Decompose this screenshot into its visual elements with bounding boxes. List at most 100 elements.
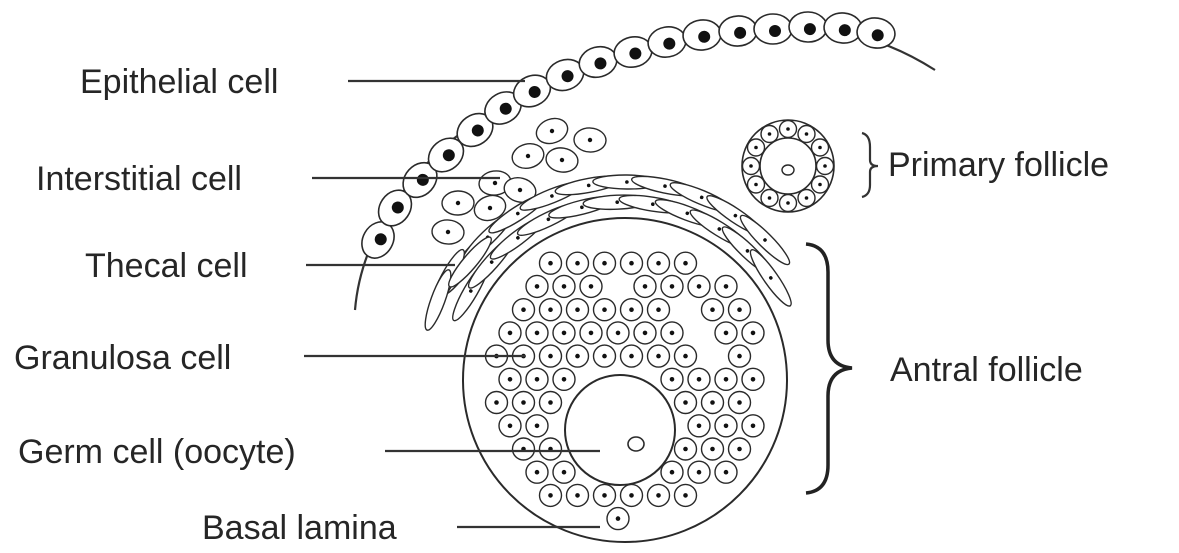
primary-follicle-brace xyxy=(862,133,878,197)
antral-follicle xyxy=(463,218,787,542)
granulosa-cell xyxy=(702,438,724,460)
granulosa-cell xyxy=(513,299,535,321)
granulosa-cell xyxy=(648,345,670,367)
granulosa-cell xyxy=(715,461,737,483)
epithelial-cell xyxy=(646,24,689,60)
epithelial-cell xyxy=(788,11,827,42)
granulosa-cell xyxy=(729,438,751,460)
granulosa-cell xyxy=(540,392,562,414)
granulosa-cell xyxy=(499,322,521,344)
granulosa-cell xyxy=(634,322,656,344)
granulosa-cell xyxy=(675,252,697,274)
thecal-cell-label: Thecal cell xyxy=(85,247,248,285)
interstitial-cell xyxy=(442,190,475,215)
granulosa-cell xyxy=(621,252,643,274)
granulosa-cell xyxy=(661,368,683,390)
granulosa-cell xyxy=(715,415,737,437)
granulosa-cell xyxy=(715,275,737,297)
epithelial-cell xyxy=(718,15,758,47)
granulosa-cell xyxy=(675,392,697,414)
granulosa-cell xyxy=(499,368,521,390)
granulosa-cell xyxy=(540,345,562,367)
granulosa-cell xyxy=(580,275,602,297)
granulosa-cell xyxy=(567,484,589,506)
primary-follicle-cell xyxy=(743,158,760,175)
granulosa-cell xyxy=(553,322,575,344)
antral-follicle-brace xyxy=(806,244,852,493)
granulosa-cell xyxy=(553,461,575,483)
epithelial-cell xyxy=(754,14,792,44)
oocyte xyxy=(565,375,675,485)
primary-follicle-cell xyxy=(812,176,829,193)
granulosa-cell xyxy=(661,322,683,344)
granulosa-cell xyxy=(526,322,548,344)
interstitial-cell xyxy=(431,219,465,245)
granulosa-cell xyxy=(580,322,602,344)
interstitial-cell xyxy=(533,114,571,147)
interstitial-cell xyxy=(573,127,606,153)
granulosa-cell xyxy=(648,252,670,274)
granulosa-cell xyxy=(567,252,589,274)
granulosa-cell xyxy=(567,299,589,321)
interstitial-cell xyxy=(544,146,579,175)
primary-follicle-cell xyxy=(748,176,765,193)
granulosa-cell-label: Granulosa cell xyxy=(14,339,231,377)
granulosa-cell xyxy=(675,345,697,367)
granulosa-cell xyxy=(540,484,562,506)
granulosa-cell xyxy=(675,484,697,506)
primary-follicle xyxy=(742,120,834,212)
primary-follicle-cell xyxy=(761,126,778,143)
granulosa-cell xyxy=(648,484,670,506)
granulosa-cell xyxy=(702,299,724,321)
granulosa-cell xyxy=(513,438,535,460)
granulosa-cell xyxy=(634,275,656,297)
interstitial-cell-label: Interstitial cell xyxy=(36,160,242,198)
granulosa-cell xyxy=(594,484,616,506)
germ-cell-label: Germ cell (oocyte) xyxy=(18,433,296,471)
granulosa-cell xyxy=(688,275,710,297)
granulosa-cell xyxy=(729,299,751,321)
granulosa-cell xyxy=(688,461,710,483)
granulosa-cell xyxy=(648,299,670,321)
oocyte-nucleus xyxy=(628,437,644,451)
basal-lamina-label: Basal lamina xyxy=(202,509,397,547)
granulosa-cell xyxy=(702,392,724,414)
granulosa-cell xyxy=(688,368,710,390)
antral-follicle-label: Antral follicle xyxy=(890,351,1083,389)
primary-follicle-cell xyxy=(812,139,829,156)
granulosa-cell xyxy=(526,275,548,297)
granulosa-cell xyxy=(621,299,643,321)
granulosa-cell xyxy=(729,345,751,367)
primary-follicle-cell xyxy=(817,158,834,175)
primary-follicle-cell xyxy=(798,190,815,207)
granulosa-cell xyxy=(621,484,643,506)
thecal-cell xyxy=(420,268,455,333)
granulosa-cell xyxy=(621,345,643,367)
granulosa-cell xyxy=(675,438,697,460)
granulosa-cell xyxy=(715,368,737,390)
primary-follicle-cell xyxy=(780,121,797,138)
granulosa-cell xyxy=(526,415,548,437)
granulosa-cell xyxy=(594,299,616,321)
granulosa-cell xyxy=(715,322,737,344)
primary-follicle-cell xyxy=(761,190,778,207)
granulosa-cell xyxy=(607,322,629,344)
granulosa-cell xyxy=(661,461,683,483)
primary-follicle-cell xyxy=(748,139,765,156)
granulosa-cell xyxy=(661,275,683,297)
granulosa-cell xyxy=(742,322,764,344)
granulosa-cell xyxy=(540,252,562,274)
granulosa-cell xyxy=(540,438,562,460)
epithelial-cell-label: Epithelial cell xyxy=(80,63,278,101)
granulosa-cell xyxy=(688,415,710,437)
granulosa-cell xyxy=(540,299,562,321)
granulosa-cell xyxy=(526,461,548,483)
granulosa-cell xyxy=(486,392,508,414)
granulosa-cell xyxy=(526,368,548,390)
interstitial-cell xyxy=(510,140,547,171)
granulosa-cell xyxy=(729,392,751,414)
granulosa-cell xyxy=(513,392,535,414)
primary-follicle-cell xyxy=(798,126,815,143)
granulosa-cell xyxy=(567,345,589,367)
